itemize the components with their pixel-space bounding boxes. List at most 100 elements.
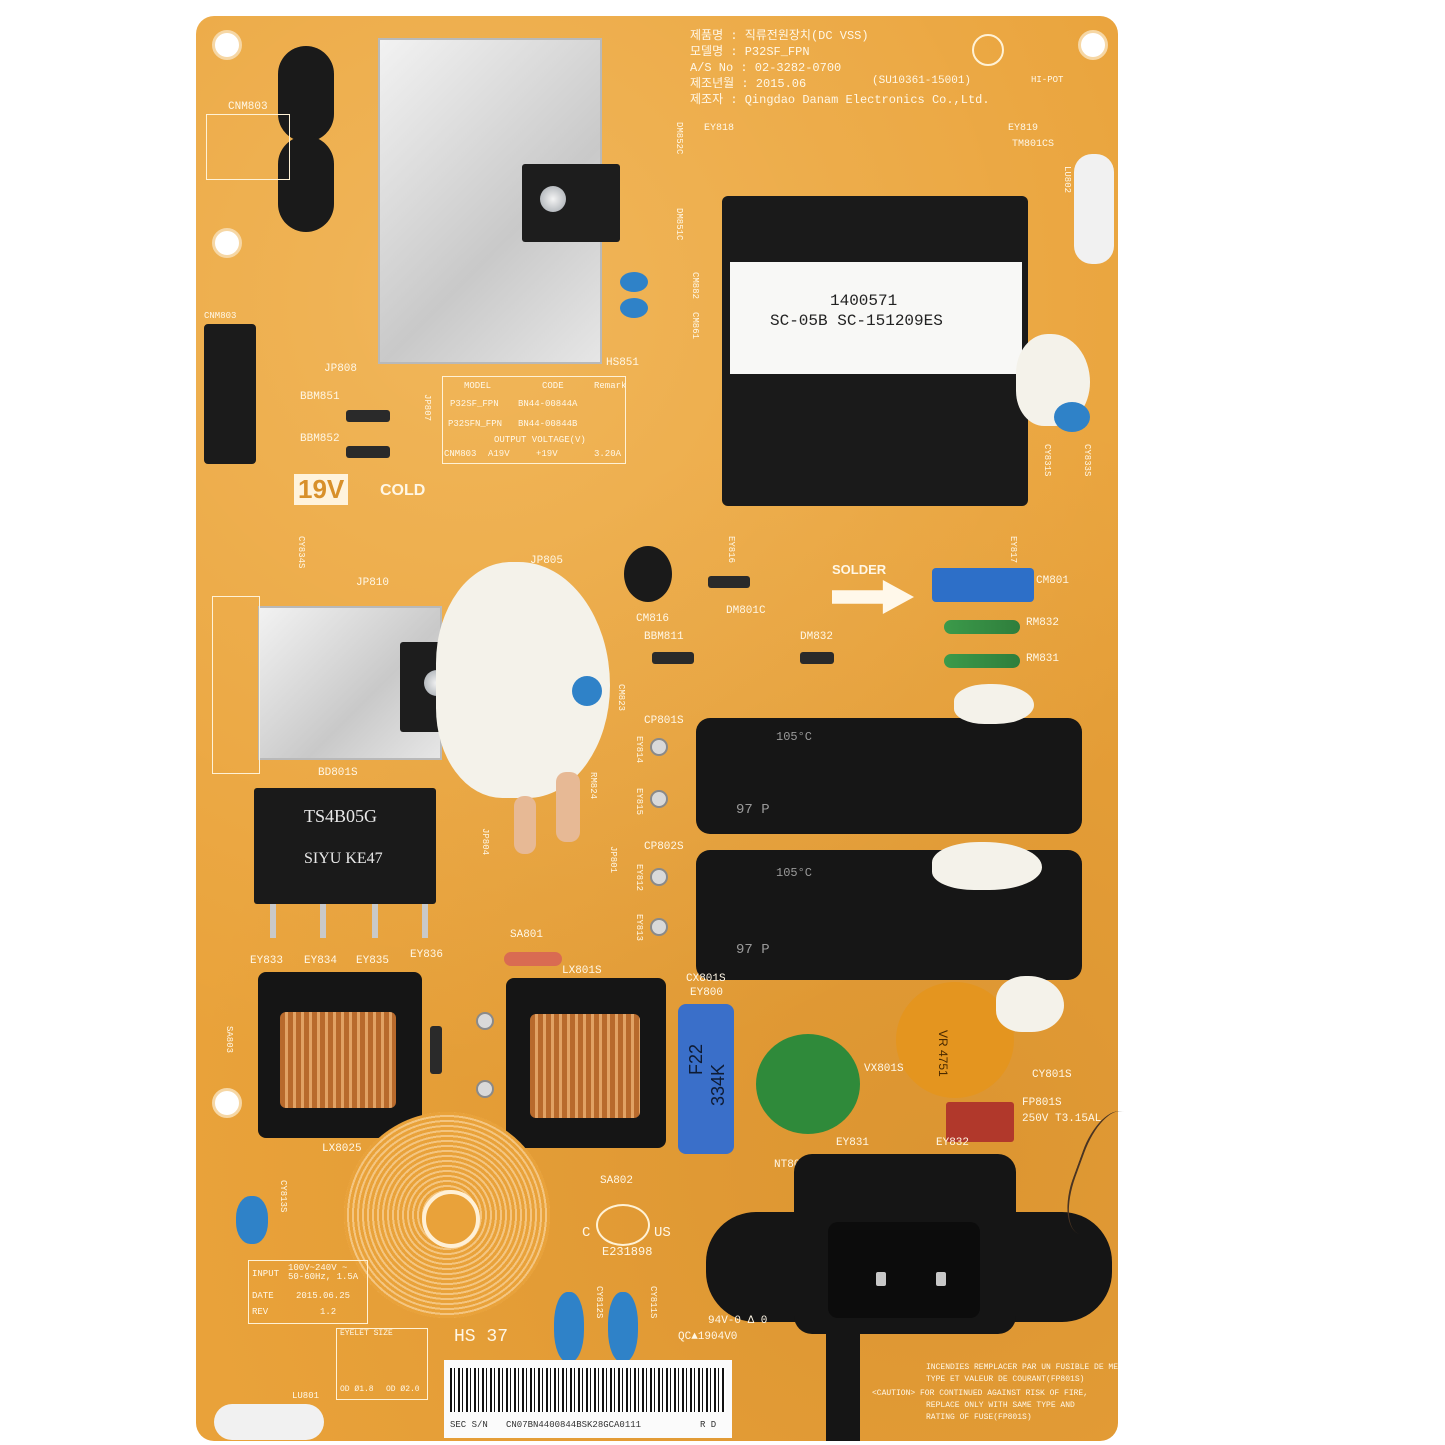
bd801s-label: BD801S: [318, 767, 358, 779]
model-row2-code: BN44-00844B: [518, 419, 578, 429]
jp808-label: JP808: [324, 363, 358, 375]
choke-winding: [530, 1014, 640, 1118]
cp801s-label: CP801S: [644, 715, 684, 727]
electrolytic-capacitor: [278, 46, 334, 142]
caution-line2: TYPE ET VALEUR DE COURANT(FP801S): [926, 1375, 1085, 1384]
ceramic-capacitor: [620, 298, 648, 318]
cy834s-label: CY834S: [296, 536, 306, 569]
ey817-label: EY817: [1008, 536, 1018, 564]
small-electrolytic-capacitor: [624, 546, 672, 602]
varistor-text: VR 4751: [936, 1030, 950, 1077]
hs-mark: HS 37: [454, 1327, 509, 1347]
input-row-label: INPUT: [252, 1269, 280, 1279]
ey836-label: EY836: [410, 949, 444, 961]
jp801-label: JP801: [608, 846, 618, 874]
jp804-label: JP804: [480, 828, 490, 856]
serial-prefix: SEC S/N: [450, 1420, 488, 1430]
ey814-label: EY814: [634, 736, 644, 764]
date-row-label: DATE: [252, 1291, 274, 1301]
solder-pad: [650, 868, 668, 886]
cx801s-label: CX801S: [686, 973, 726, 985]
ul-logo-icon: [596, 1204, 650, 1246]
x-capacitor: F22 334K: [678, 1004, 734, 1154]
cy831s-label: CY831S: [1042, 444, 1052, 477]
ac-inlet-pin: [936, 1272, 946, 1286]
header-line1: 제품명 : 직류전원장치(DC VSS): [690, 29, 869, 43]
model-row2-model: P32SFN_FPN: [448, 419, 503, 429]
rm831-label: RM831: [1026, 653, 1060, 665]
bridge-lead: [422, 904, 428, 938]
ey818-label: EY818: [704, 123, 735, 134]
eyelet-box: [336, 1328, 428, 1400]
cnm803-label: CNM803: [228, 101, 268, 113]
ey815-label: EY815: [634, 788, 644, 816]
bridge-lead: [320, 904, 326, 938]
connector-cnm803: [204, 324, 256, 464]
resistor: [514, 796, 536, 854]
cm801-label: CM801: [1036, 575, 1070, 587]
lug-terminal-lu801: [214, 1404, 324, 1440]
mosfet: [522, 164, 620, 242]
cy811s-label: CY811S: [648, 1286, 658, 1319]
qc-mark: QC▲1904V0: [678, 1331, 738, 1343]
screw-icon: [540, 186, 566, 212]
sa802-label: SA802: [600, 1175, 634, 1187]
tm801cs-label: TM801CS: [1012, 139, 1055, 150]
ey831-label: EY831: [836, 1137, 870, 1149]
header-line5: 제조자 : Qingdao Danam Electronics Co.,Ltd.: [690, 93, 990, 107]
bbm811-label: BBM811: [644, 631, 684, 643]
diode: [430, 1026, 442, 1074]
dm801c-label: DM801C: [726, 605, 766, 617]
rev-row-value: 1.2: [320, 1307, 337, 1317]
solder-pad: [650, 918, 668, 936]
ey800-label: EY800: [690, 987, 724, 999]
bulk-capacitor: 105°C 97 P: [696, 850, 1082, 980]
eyelet-size2: OD Ø2.0: [386, 1385, 420, 1394]
hipot-label: HI-POT: [1031, 75, 1064, 85]
diode: [652, 652, 694, 664]
barcode: [450, 1368, 726, 1412]
resistor: [504, 952, 562, 966]
ey816-label: EY816: [726, 536, 736, 564]
cm816-label: CM816: [636, 613, 670, 625]
eyelet-title: EYELET SIZE: [340, 1329, 393, 1338]
bridge-line2: SIYU KE47: [304, 850, 383, 867]
remark-header: Remark: [594, 381, 627, 391]
ey812-label: EY812: [634, 864, 644, 892]
eyelet-size1: OD Ø1.8: [340, 1385, 374, 1394]
transformer-label: 1400571 SC-05B SC-151209ES: [730, 262, 1022, 374]
cy801s-label: CY801S: [1032, 1069, 1072, 1081]
glue-blob: [954, 684, 1034, 724]
caution-line1: INCENDIES REMPLACER PAR UN FUSIBLE DE ME…: [926, 1363, 1118, 1372]
bulk-capacitor: 105°C 97 P: [696, 718, 1082, 834]
kc-mark-icon: [972, 34, 1004, 66]
rm832-label: RM832: [1026, 617, 1060, 629]
solder-pad: [476, 1012, 494, 1030]
cp802s-label: CP802S: [644, 841, 684, 853]
bridge-rectifier: TS4B05G SIYU KE47: [254, 788, 436, 904]
fuse-fp801s: [946, 1102, 1014, 1142]
transformer-line1: 1400571: [830, 292, 898, 310]
lu801-label: LU801: [292, 1391, 320, 1401]
output-current: 3.20A: [594, 449, 622, 459]
ul-file-number: E231898: [602, 1245, 653, 1259]
solder-arrow-icon: [832, 580, 914, 614]
bbm852-label: BBM852: [300, 433, 340, 445]
voltage-big-label: 19V: [294, 474, 349, 505]
solder-pad: [650, 790, 668, 808]
serial-label: SEC S/N CN07BN4400844BSK28GCA0111 R D: [444, 1360, 732, 1438]
solder-label: SOLDER: [832, 562, 887, 577]
caution-line4: REPLACE ONLY WITH SAME TYPE AND: [926, 1401, 1075, 1410]
input-table: [248, 1260, 368, 1324]
ac-inlet-post: [826, 1334, 860, 1441]
dm851c-label: DM851C: [674, 208, 684, 241]
serial-number: CN07BN4400844BSK28GCA0111: [506, 1420, 642, 1430]
lu802-label: LU802: [1062, 166, 1072, 194]
bbm851-label: BBM851: [300, 391, 340, 403]
electrolytic-capacitor: [278, 136, 334, 232]
bridge-lead: [372, 904, 378, 938]
ey833-label: EY833: [250, 955, 284, 967]
output-connector: CNM803: [444, 449, 477, 459]
resistor: [944, 654, 1020, 668]
model-row1-model: P32SF_FPN: [450, 399, 499, 409]
